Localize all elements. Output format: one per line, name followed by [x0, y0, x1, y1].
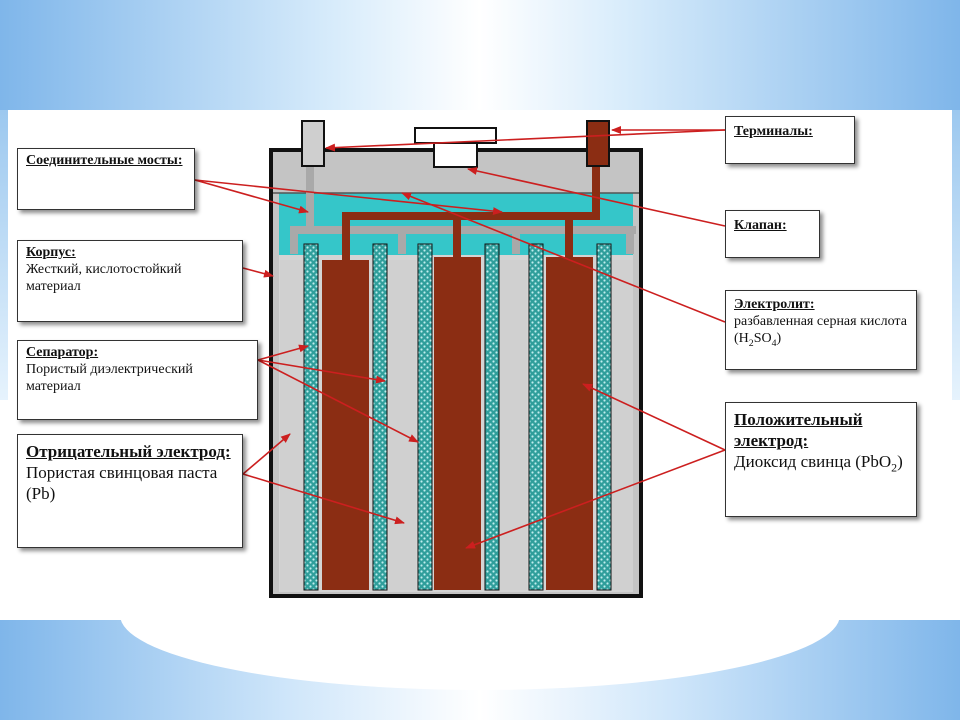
label-case: Корпус: Жесткий, кислотостойкий материал [17, 240, 243, 322]
negative-connector [290, 164, 636, 254]
separator-sheet [528, 243, 544, 591]
arrow-negative-2 [242, 473, 405, 525]
separator-sheet [596, 243, 612, 591]
arrow-negative-1 [242, 433, 291, 475]
label-terminals-title: Терминалы: [734, 124, 813, 139]
label-positive: Положительный электрод: Диоксид свинца (… [725, 402, 917, 517]
label-positive-title: Положительный электрод: [734, 410, 863, 450]
label-connectors-title: Соединительные мосты: [26, 153, 183, 168]
positive-plate [434, 257, 481, 590]
negative-plate [611, 260, 633, 590]
label-case-desc: Жесткий, кислотостойкий материал [26, 262, 182, 294]
label-electrolyte-sub2: 4 [771, 337, 777, 349]
arrow-positive-2 [465, 449, 726, 549]
background-right [952, 110, 960, 400]
valve-body [433, 142, 478, 168]
background-left [0, 110, 8, 400]
label-separator-title: Сепаратор: [26, 345, 99, 360]
label-electrolyte-desc: разбавленная серная кислота (H2SO4) [734, 313, 908, 352]
negative-terminal [301, 120, 325, 167]
label-electrolyte-title: Электролит: [734, 297, 815, 312]
arrow-electrolyte [401, 192, 726, 323]
label-positive-desc-pre: Диоксид свинца (PbO [734, 452, 892, 471]
label-separator: Сепаратор: Пористый диэлектрический мате… [17, 340, 258, 420]
label-negative: Отрицательный электрод: Пористая свинцов… [17, 434, 243, 548]
negative-plate [389, 260, 416, 590]
negative-plate [500, 260, 527, 590]
arrow-valve [467, 167, 726, 227]
pointer-arrows [194, 126, 726, 549]
arrow-separator-1 [257, 344, 309, 361]
label-terminals: Терминалы: [725, 116, 855, 164]
label-positive-sub: 2 [891, 460, 898, 475]
positive-connector [342, 150, 600, 260]
arrow-separator-3 [257, 359, 419, 443]
separator-sheet [372, 243, 388, 591]
separator-sheet [303, 243, 319, 591]
label-electrolyte-sub1: 2 [748, 337, 754, 349]
arrow-terminal-negative [325, 129, 726, 152]
label-electrolyte-desc-post: ) [776, 331, 782, 346]
label-negative-desc: Пористая свинцовая паста (Pb) [26, 463, 218, 503]
label-negative-title: Отрицательный электрод: [26, 442, 231, 461]
label-separator-desc: Пористый диэлектрический материал [26, 362, 193, 394]
positive-plate [322, 260, 369, 590]
positive-plate [546, 257, 593, 590]
label-valve: Клапан: [725, 210, 820, 258]
arrow-connector-1 [194, 179, 309, 214]
arrow-case [242, 267, 274, 278]
separator-sheet [417, 243, 433, 591]
label-electrolyte-desc-pre: разбавленная серная кислота (H [734, 314, 907, 346]
negative-plate [280, 260, 303, 590]
separator-sheet [484, 243, 500, 591]
label-valve-title: Клапан: [734, 218, 787, 233]
label-electrolyte: Электролит: разбавленная серная кислота … [725, 290, 917, 370]
label-positive-desc: Диоксид свинца (PbO2) [734, 451, 908, 478]
background-top [0, 0, 960, 110]
arrow-positive-1 [582, 383, 726, 451]
arrow-connector-2 [194, 179, 503, 216]
label-connectors: Соединительные мосты: [17, 148, 195, 210]
positive-terminal [586, 120, 610, 167]
label-electrolyte-desc-mid: SO [753, 331, 772, 346]
label-case-title: Корпус: [26, 245, 76, 260]
label-positive-desc-post: ) [897, 452, 903, 471]
arrow-separator-2 [257, 359, 386, 384]
